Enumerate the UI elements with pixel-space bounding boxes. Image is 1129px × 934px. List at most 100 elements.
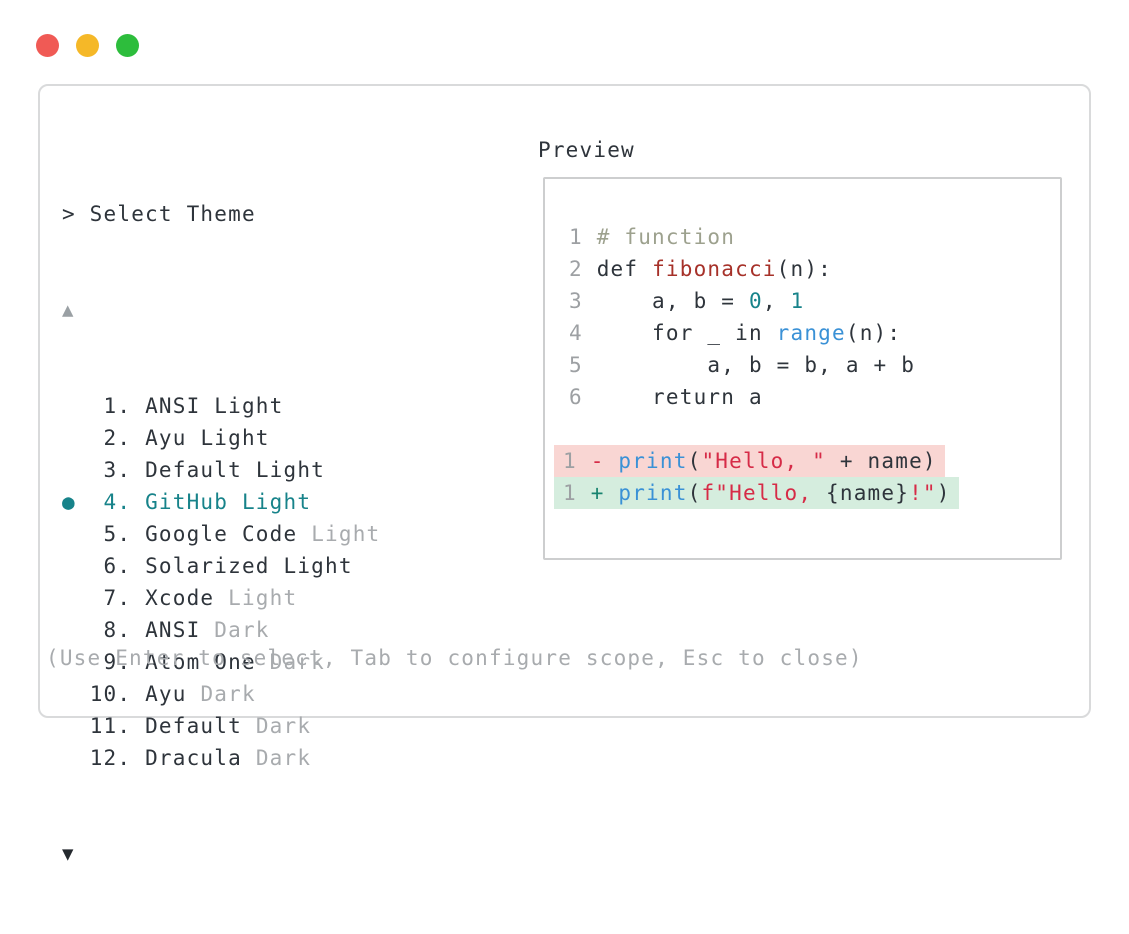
scroll-up-icon[interactable]: ▲ xyxy=(62,299,75,321)
diff-removed-line: 1 - print("Hello, " + name) xyxy=(554,445,945,477)
theme-item-variant: Light xyxy=(228,586,298,610)
theme-item-variant: Light xyxy=(283,554,353,578)
code-token: (n): xyxy=(845,321,902,345)
theme-list-item[interactable]: 11. Default Dark xyxy=(62,710,380,742)
marker-spacer xyxy=(62,682,90,706)
theme-item-number: 6. xyxy=(89,554,146,578)
theme-selector: > Select Theme ▲ 1. ANSI Light 2. Ayu Li… xyxy=(62,134,380,934)
code-token: "Hello, " xyxy=(701,449,827,473)
theme-item-variant: Dark xyxy=(255,746,312,770)
code-token: (n): xyxy=(776,257,833,281)
code-token: 5 xyxy=(569,353,597,377)
theme-item-number: 5. xyxy=(89,522,146,546)
code-token: 3 xyxy=(569,289,597,313)
code-token: , xyxy=(762,289,791,313)
theme-selector-panel: > Select Theme ▲ 1. ANSI Light 2. Ayu Li… xyxy=(38,84,1091,865)
code-token: 1 xyxy=(790,289,805,313)
marker-spacer xyxy=(62,586,90,610)
theme-list-item[interactable]: 3. Default Light xyxy=(62,454,380,486)
theme-list-item[interactable]: 1. ANSI Light xyxy=(62,390,380,422)
theme-list-item[interactable]: ● 4. GitHub Light xyxy=(62,486,380,518)
theme-item-variant: Dark xyxy=(269,650,326,674)
code-token: 4 xyxy=(569,321,597,345)
code-token: {name} xyxy=(826,481,910,505)
theme-item-number: 11. xyxy=(89,714,146,738)
code-token: print xyxy=(618,449,688,473)
theme-item-number: 2. xyxy=(89,426,146,450)
code-token: 1 xyxy=(563,449,591,473)
theme-item-variant: Light xyxy=(311,522,381,546)
scroll-down-icon[interactable]: ▼ xyxy=(62,843,75,865)
theme-list-item[interactable]: 12. Dracula Dark xyxy=(62,742,380,774)
theme-list: 1. ANSI Light 2. Ayu Light 3. Default Li… xyxy=(62,390,380,774)
code-token: for _ in xyxy=(596,321,777,345)
marker-spacer xyxy=(62,522,90,546)
theme-item-variant: Light xyxy=(241,490,312,514)
theme-item-name: Google Code xyxy=(145,522,312,546)
theme-list-item[interactable]: 5. Google Code Light xyxy=(62,518,380,550)
select-theme-prompt[interactable]: > Select Theme xyxy=(62,202,256,226)
theme-item-variant: Light xyxy=(200,426,270,450)
code-line: 6 return a xyxy=(569,381,1048,413)
diff-added-line: 1 + print(f"Hello, {name}!") xyxy=(554,477,959,509)
theme-item-variant: Light xyxy=(214,394,284,418)
close-button[interactable] xyxy=(36,34,59,57)
code-token: range xyxy=(776,321,846,345)
theme-item-variant: Dark xyxy=(214,618,270,642)
theme-item-name: ANSI xyxy=(145,618,215,642)
theme-item-variant: Dark xyxy=(255,714,312,738)
theme-item-name: Ayu xyxy=(145,426,201,450)
maximize-button[interactable] xyxy=(116,34,139,57)
marker-spacer xyxy=(62,394,90,418)
theme-item-number: 9. xyxy=(89,650,146,674)
theme-list-item[interactable]: 2. Ayu Light xyxy=(62,422,380,454)
marker-spacer xyxy=(62,458,90,482)
code-token: a, b = xyxy=(596,289,749,313)
code-token: fibonacci xyxy=(652,257,777,281)
selected-dot-icon: ● xyxy=(62,490,90,514)
code-line: 4 for _ in range(n): xyxy=(569,317,1048,349)
theme-list-item[interactable]: 9. Atom One Dark xyxy=(62,646,380,678)
marker-spacer xyxy=(62,426,90,450)
theme-item-name: Default xyxy=(145,714,256,738)
theme-item-name: Xcode xyxy=(145,586,229,610)
theme-list-item[interactable]: 8. ANSI Dark xyxy=(62,614,380,646)
theme-list-item[interactable]: 10. Ayu Dark xyxy=(62,678,380,710)
code-token: + name) xyxy=(826,449,937,473)
code-token: 6 xyxy=(569,385,597,409)
code-token: 1 xyxy=(569,225,597,249)
theme-item-name: Default xyxy=(145,458,256,482)
minimize-button[interactable] xyxy=(76,34,99,57)
theme-list-item[interactable]: 7. Xcode Light xyxy=(62,582,380,614)
marker-spacer xyxy=(62,618,90,642)
theme-item-variant: Light xyxy=(255,458,326,482)
code-token: ( xyxy=(687,449,702,473)
code-line: 3 a, b = 0, 1 xyxy=(569,285,1048,317)
marker-spacer xyxy=(62,554,90,578)
code-line: 2 def fibonacci(n): xyxy=(569,253,1048,285)
theme-item-name: ANSI xyxy=(145,394,215,418)
theme-item-number: 3. xyxy=(89,458,146,482)
theme-item-number: 7. xyxy=(89,586,146,610)
theme-item-name: Atom One xyxy=(145,650,270,674)
code-token: def xyxy=(596,257,653,281)
window-controls xyxy=(36,34,139,57)
code-line: 1 # function xyxy=(569,221,1048,253)
code-token: # function xyxy=(596,225,736,249)
blank-line xyxy=(569,413,1048,445)
theme-item-number: 8. xyxy=(89,618,146,642)
marker-spacer xyxy=(62,714,90,738)
code-token: 1 xyxy=(563,481,591,505)
theme-item-name: Solarized xyxy=(145,554,284,578)
theme-item-name: GitHub xyxy=(145,490,242,514)
theme-list-item[interactable]: 6. Solarized Light xyxy=(62,550,380,582)
theme-item-name: Ayu xyxy=(145,682,201,706)
theme-item-variant: Dark xyxy=(200,682,256,706)
theme-item-number: 12. xyxy=(89,746,146,770)
code-token: ) xyxy=(936,481,951,505)
code-token: - xyxy=(590,449,619,473)
code-token: return a xyxy=(596,385,763,409)
theme-item-number: 1. xyxy=(89,394,146,418)
